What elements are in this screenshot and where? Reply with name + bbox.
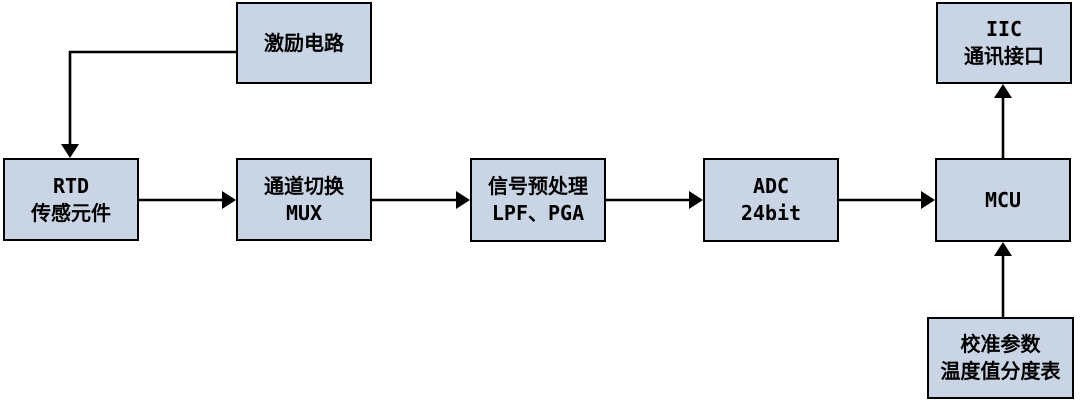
node-rtd-sensor: RTD 传感元件 [3, 158, 139, 241]
node-label: 激励电路 [264, 30, 344, 55]
node-excitation-circuit: 激励电路 [236, 2, 372, 84]
node-label: RTD [52, 173, 90, 198]
node-label: 校准参数 [960, 332, 1041, 356]
node-label: MUX [285, 200, 323, 225]
node-calibration-table: 校准参数 温度值分度表 [927, 317, 1074, 399]
connector-line [68, 50, 236, 145]
node-label: 信号预处理 [488, 174, 588, 198]
connector-excitation-to-rtd [61, 50, 236, 158]
node-label: 24bit [740, 201, 802, 225]
connector-adc-to-mcu [839, 191, 935, 209]
node-iic-interface: IIC 通讯接口 [936, 2, 1072, 84]
node-signal-preprocessing: 信号预处理 LPF、PGA [470, 158, 606, 242]
node-mcu: MCU [935, 158, 1071, 242]
node-label: 传感元件 [31, 200, 111, 225]
connector-calibration-to-mcu [994, 242, 1012, 317]
node-label: MCU [984, 187, 1022, 212]
arrowhead-down-icon [61, 144, 79, 158]
arrowhead-up-icon [994, 242, 1012, 256]
node-label: 通道切换 [264, 173, 344, 198]
node-label: 通讯接口 [964, 44, 1044, 68]
connector-mcu-to-iic [994, 84, 1012, 158]
node-label: 温度值分度表 [940, 359, 1061, 383]
connector-rtd-to-mux [139, 191, 236, 209]
arrowhead-up-icon [994, 84, 1012, 98]
node-label: IIC [985, 17, 1023, 41]
arrowhead-right-icon [456, 191, 470, 209]
arrowhead-right-icon [689, 191, 703, 209]
connector-preprocess-to-adc [606, 191, 703, 209]
node-channel-mux: 通道切换 MUX [236, 158, 372, 241]
arrowhead-right-icon [222, 191, 236, 209]
connector-mux-to-preprocess [372, 191, 470, 209]
arrowhead-right-icon [921, 191, 935, 209]
node-adc-24bit: ADC 24bit [703, 158, 839, 242]
node-label: LPF、PGA [491, 201, 585, 225]
node-label: ADC [752, 174, 790, 198]
